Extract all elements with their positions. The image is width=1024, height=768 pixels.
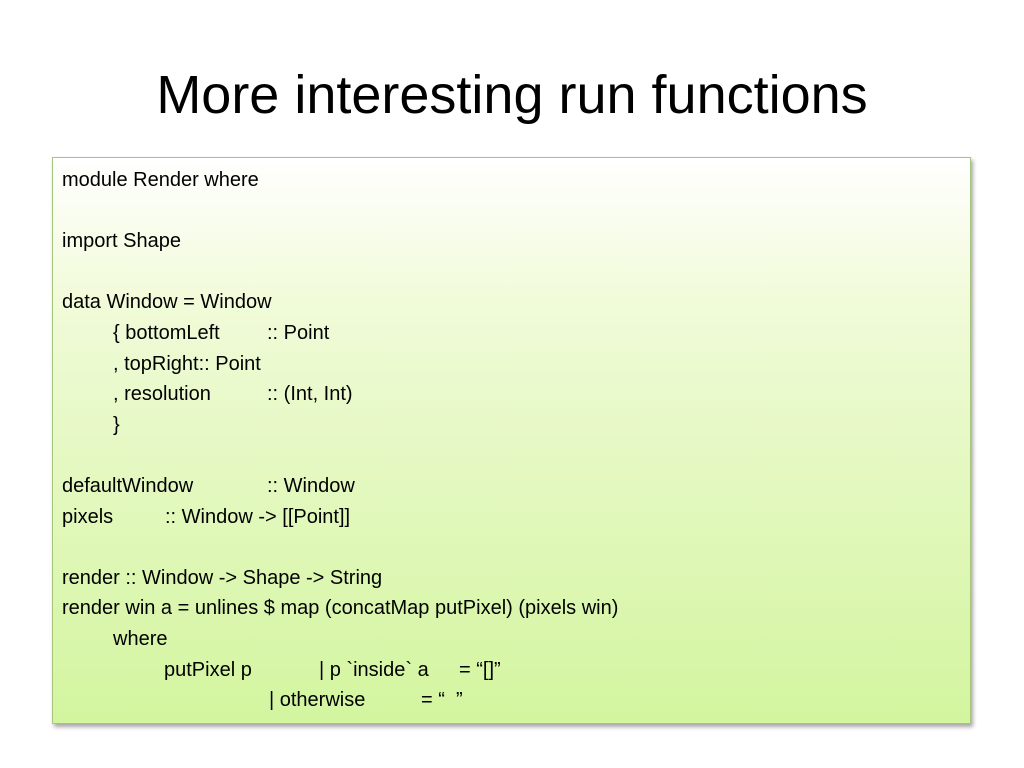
code-text: , topRight:: Point [113, 352, 261, 375]
code-text: = “[]” [459, 658, 501, 681]
code-text: where [113, 627, 168, 650]
code-text: :: Window [267, 474, 355, 497]
code-text: defaultWindow [62, 474, 194, 497]
code-text: | otherwise [269, 689, 366, 712]
code-text: :: Window -> [[Point]] [165, 505, 351, 528]
code-box [52, 157, 971, 724]
code-text: :: (Int, Int) [267, 383, 353, 406]
code-text: render :: Window -> Shape -> String [62, 566, 383, 589]
code-text: | p `inside` a [319, 658, 429, 681]
code-text: import Shape [62, 230, 181, 253]
code-text: module Render where [62, 169, 259, 191]
code-text: putPixel p [164, 658, 252, 681]
code-text: data Window = Window [62, 291, 272, 314]
slide-title: More interesting run functions [156, 65, 868, 125]
code-text: , resolution [113, 383, 211, 406]
code-text: = “ ” [421, 689, 463, 712]
code-text: pixels [62, 505, 114, 528]
code-text: render win a = unlines $ map (concatMap … [62, 597, 619, 620]
code-text: :: Point [267, 321, 330, 344]
code-text: } [113, 413, 120, 436]
code-text: { bottomLeft [113, 321, 220, 344]
